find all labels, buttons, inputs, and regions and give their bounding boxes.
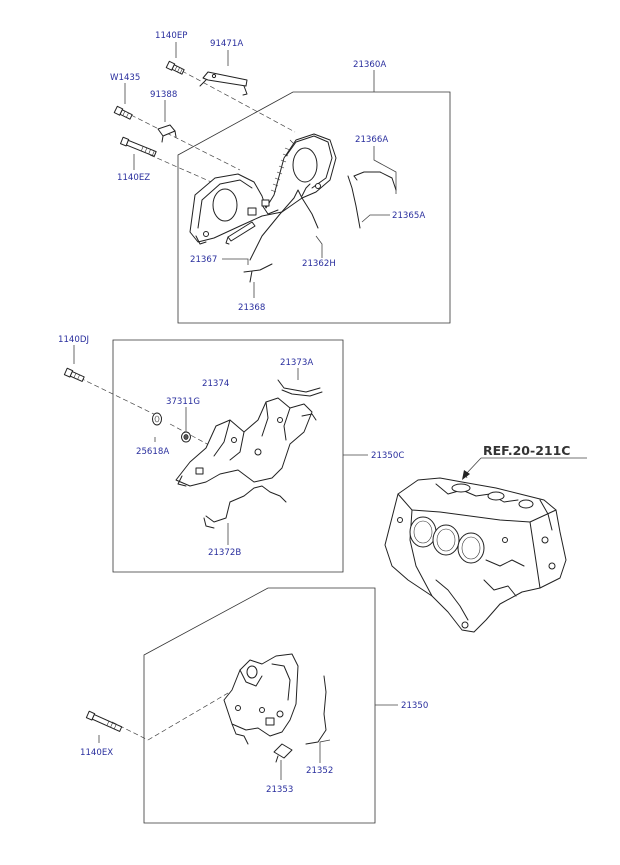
box-21350C — [112, 339, 344, 573]
gasket-21352 — [305, 675, 327, 745]
box-21360A — [177, 91, 451, 324]
label-21374: 21374 — [202, 379, 229, 389]
label-21365A: 21365A — [392, 211, 425, 221]
clip-21368 — [243, 263, 273, 283]
label-1140EZ: 1140EZ — [117, 173, 150, 183]
gasket-21366A — [353, 171, 397, 191]
label-21350: 21350 — [401, 701, 428, 711]
gasket-21362H — [249, 189, 319, 261]
label-21353: 21353 — [266, 785, 293, 795]
bolt-W1435 — [113, 105, 133, 120]
label-21352: 21352 — [306, 766, 333, 776]
box-21350 — [143, 587, 376, 824]
label-21373A: 21373A — [280, 358, 313, 368]
gasket-21365A — [347, 175, 361, 229]
bolt-1140EZ — [120, 136, 157, 157]
label-91471A: 91471A — [210, 39, 243, 49]
lower-cover-21350 — [223, 653, 299, 745]
label-1140EP: 1140EP — [155, 31, 187, 41]
label-21360A: 21360A — [353, 60, 386, 70]
label-1140EX: 1140EX — [80, 748, 113, 758]
label-91388: 91388 — [150, 90, 177, 100]
seal-25618A — [152, 412, 162, 426]
label-W1435: W1435 — [110, 73, 140, 83]
strip-21367 — [227, 221, 256, 242]
inner-cover-21374 — [175, 397, 317, 487]
clip-91388 — [157, 124, 177, 143]
label-21367: 21367 — [190, 255, 217, 265]
reference-label: REF.20-211C — [483, 443, 570, 458]
label-21350C: 21350C — [371, 451, 404, 461]
label-21368: 21368 — [238, 303, 265, 313]
reference-arrow — [462, 457, 587, 480]
label-1140DJ: 1140DJ — [58, 335, 89, 345]
label-21372B: 21372B — [208, 548, 241, 558]
label-21366A: 21366A — [355, 135, 388, 145]
bracket-21353 — [273, 743, 293, 763]
bolt-1140EX — [85, 710, 123, 732]
label-21362H: 21362H — [302, 259, 336, 269]
gasket-21372B — [205, 485, 287, 523]
label-37311G: 37311G — [166, 397, 200, 407]
bolt-1140EP — [165, 60, 185, 75]
gasket-21373A — [277, 379, 321, 393]
bracket-91471A — [199, 71, 248, 96]
upper-timing-cover — [189, 133, 337, 245]
label-25618A: 25618A — [136, 447, 169, 457]
engine-block — [384, 477, 567, 633]
ring-37311G — [181, 431, 191, 443]
bolt-1140DJ — [63, 367, 85, 382]
